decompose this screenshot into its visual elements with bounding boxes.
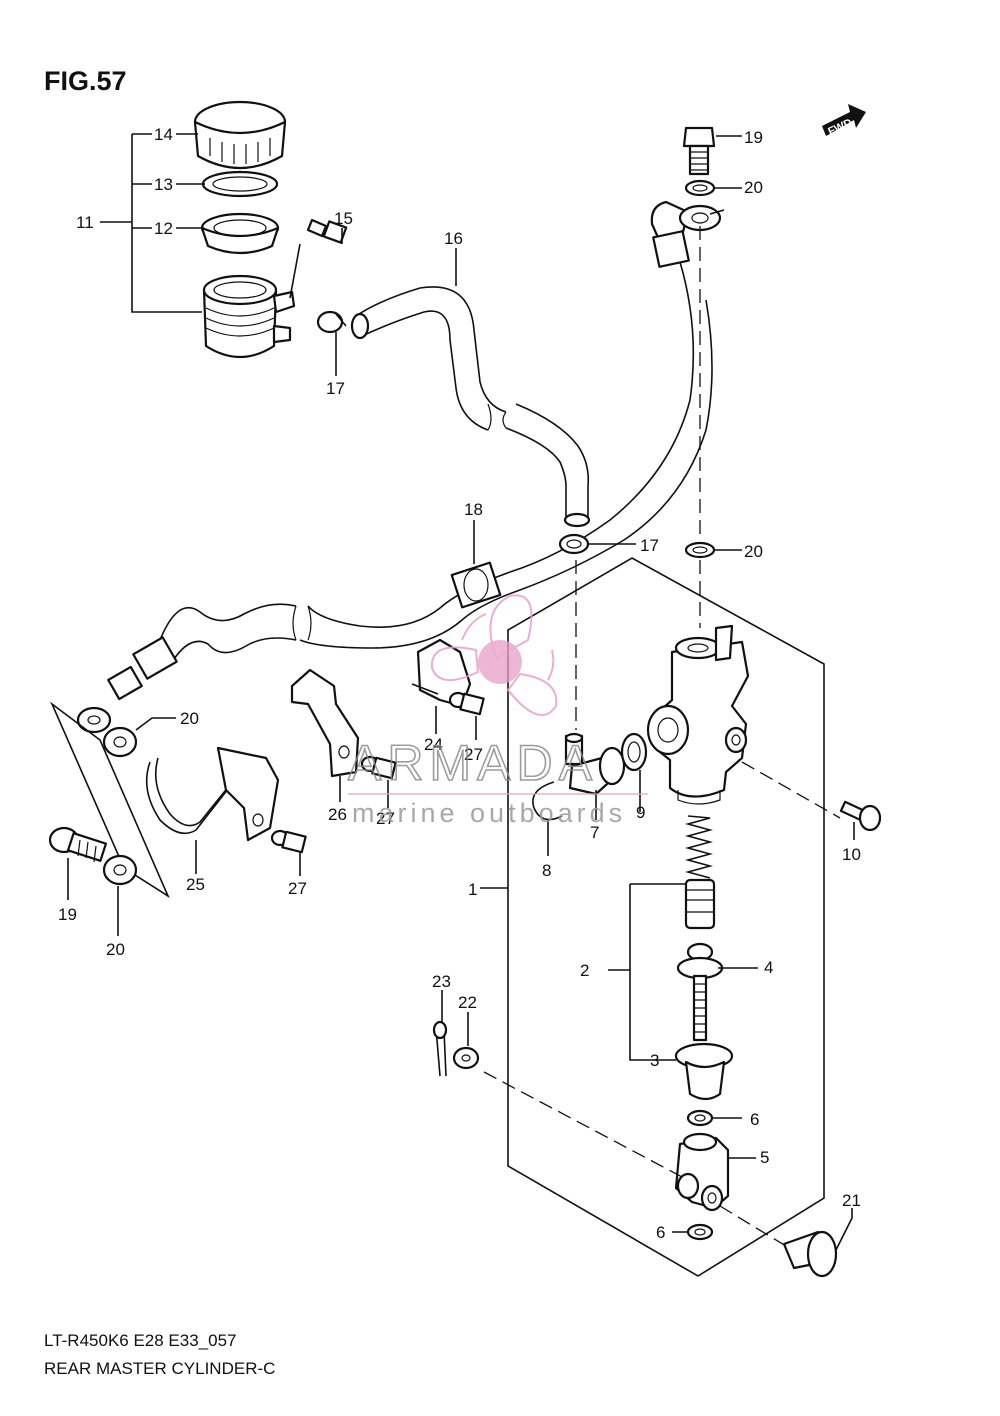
callout-27a: 27 xyxy=(464,745,483,764)
union-bolt-part-19a xyxy=(682,126,716,176)
diaphragm-plate-part-13 xyxy=(201,170,279,198)
master-cylinder-body xyxy=(646,624,750,805)
fwd-arrow-icon: FWD xyxy=(822,104,866,138)
washer-part-20d xyxy=(102,854,138,886)
bolt-part-27c xyxy=(270,829,307,854)
footer-section-name: REAR MASTER CYLINDER-C xyxy=(44,1359,275,1378)
callout-6a: 6 xyxy=(750,1110,759,1129)
armada-watermark: ARMADA marine outboards xyxy=(347,594,648,828)
callout-17a: 17 xyxy=(326,379,345,398)
callout-3: 3 xyxy=(650,1051,659,1070)
frame-outline xyxy=(50,701,170,899)
callout-15: 15 xyxy=(334,209,353,228)
callout-20d: 20 xyxy=(106,940,125,959)
reservoir-hose-part-16 xyxy=(350,286,591,528)
piston-set-part-2 xyxy=(684,878,716,930)
callout-2: 2 xyxy=(580,961,589,980)
callout-4: 4 xyxy=(764,958,773,977)
callout-7: 7 xyxy=(590,823,599,842)
brake-hose xyxy=(76,200,725,734)
nut-part-6b xyxy=(686,1223,714,1241)
footer-model-code: LT-R450K6 E28 E33_057 xyxy=(44,1331,237,1350)
callout-1: 1 xyxy=(468,880,477,899)
callout-20a: 20 xyxy=(744,178,763,197)
bolt-part-10 xyxy=(839,800,882,832)
bolt-part-15 xyxy=(306,218,348,244)
callout-24: 24 xyxy=(424,735,443,754)
callout-9: 9 xyxy=(636,803,645,822)
callout-21: 21 xyxy=(842,1191,861,1210)
reservoir-tank-part-11 xyxy=(202,243,301,358)
callout-20b: 20 xyxy=(744,542,763,561)
callout-5: 5 xyxy=(760,1148,769,1167)
callout-25: 25 xyxy=(186,875,205,894)
cotter-pin-part-23 xyxy=(432,1020,448,1077)
clevis-pin-part-21 xyxy=(782,1230,838,1278)
watermark-brand: ARMADA xyxy=(348,735,598,791)
nut-part-6a xyxy=(686,1109,714,1127)
washer-part-20c xyxy=(102,726,138,758)
diaphragm-part-12 xyxy=(200,212,280,255)
boot-part-3 xyxy=(674,1042,734,1101)
bolt-part-27b xyxy=(360,755,397,780)
o-ring-part-9 xyxy=(620,732,648,772)
reservoir-cap-part-14 xyxy=(193,100,287,170)
callout-6b: 6 xyxy=(656,1223,665,1242)
callout-16: 16 xyxy=(444,229,463,248)
callout-23: 23 xyxy=(432,972,451,991)
washer-part-20b xyxy=(684,541,716,559)
hose-clamp-part-17b xyxy=(558,533,590,555)
group-bracket-11 xyxy=(131,134,202,313)
callout-27c: 27 xyxy=(288,879,307,898)
union-bolt-part-19b xyxy=(48,826,108,863)
callout-13: 13 xyxy=(154,175,173,194)
washer-part-22 xyxy=(452,1046,480,1070)
bolt-part-27a xyxy=(448,691,485,716)
callout-20c: 20 xyxy=(180,709,199,728)
hose-clamp-part-25 xyxy=(145,746,280,842)
fwd-label: FWD xyxy=(826,117,854,138)
callout-14: 14 xyxy=(154,125,173,144)
group-box-part-1 xyxy=(507,557,825,1277)
callout-22: 22 xyxy=(458,993,477,1012)
push-rod-part-4 xyxy=(676,942,724,1042)
callout-27b: 27 xyxy=(376,809,395,828)
washer-part-20a xyxy=(684,179,716,197)
callout-19a: 19 xyxy=(744,128,763,147)
callout-18: 18 xyxy=(464,500,483,519)
figure-title: FIG.57 xyxy=(44,66,127,96)
spring xyxy=(684,815,714,879)
callout-17b: 17 xyxy=(640,536,659,555)
propeller-logo-icon xyxy=(430,594,558,716)
callout-11: 11 xyxy=(76,213,94,232)
hose-clamp-part-17a xyxy=(316,310,347,334)
callout-12: 12 xyxy=(154,219,173,238)
hose-joint-part-7 xyxy=(564,732,626,796)
callout-26: 26 xyxy=(328,805,347,824)
grommet-part-18 xyxy=(450,561,502,609)
callout-8: 8 xyxy=(542,861,551,880)
callout-19b: 19 xyxy=(58,905,77,924)
circlip-part-8 xyxy=(532,781,563,821)
clevis-part-5 xyxy=(674,1132,730,1212)
callout-10: 10 xyxy=(842,845,861,864)
bracket-part-26 xyxy=(290,668,360,778)
watermark-tagline: marine outboards xyxy=(352,798,626,828)
